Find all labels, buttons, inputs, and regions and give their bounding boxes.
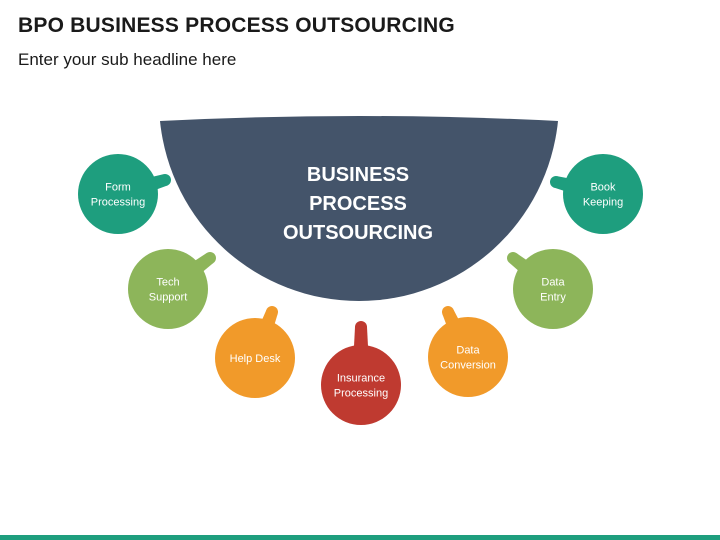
insurance-processing-label-line: Processing [334,388,388,400]
help-desk-circle [215,318,295,398]
form-processing-label-line: Form [105,182,131,194]
hub-label-line: PROCESS [309,193,407,215]
help-desk-joint [266,306,278,318]
bottom-accent-bar [0,535,720,540]
tech-support-joint [204,252,216,264]
tech-support-label-line: Support [149,292,188,304]
data-entry-circle [513,249,593,329]
insurance-processing-joint [355,321,367,333]
form-processing-joint [159,174,171,186]
form-processing-label-line: Processing [91,197,145,209]
book-keeping-label-line: Book [590,182,616,194]
book-keeping-label-line: Keeping [583,197,623,209]
data-entry-label-line: Entry [540,292,566,304]
tech-support-circle [128,249,208,329]
hub-semicircle [160,116,558,302]
hub-label-line: BUSINESS [307,164,409,186]
help-desk-label: Help Desk [230,353,281,365]
book-keeping-joint [550,176,562,188]
data-conversion-label-line: Conversion [440,360,496,372]
hub: BUSINESS PROCESS OUTSOURCING [160,116,558,302]
help-desk-label-line: Help Desk [230,353,281,365]
data-conversion-joint [442,306,454,318]
book-keeping-circle [563,154,643,234]
form-processing-circle [78,154,158,234]
insurance-processing-label-line: Insurance [337,373,385,385]
data-conversion-circle [428,317,508,397]
page-title: BPO BUSINESS PROCESS OUTSOURCING [18,14,455,37]
tech-support-label-line: Tech [156,277,179,289]
page-subtitle: Enter your sub headline here [18,50,237,69]
insurance-processing-circle [321,345,401,425]
hub-label-line: OUTSOURCING [283,222,433,244]
hub-label: BUSINESS PROCESS OUTSOURCING [283,164,433,244]
data-entry-joint [507,252,519,264]
data-conversion-label-line: Data [456,345,480,357]
data-entry-label-line: Data [541,277,565,289]
